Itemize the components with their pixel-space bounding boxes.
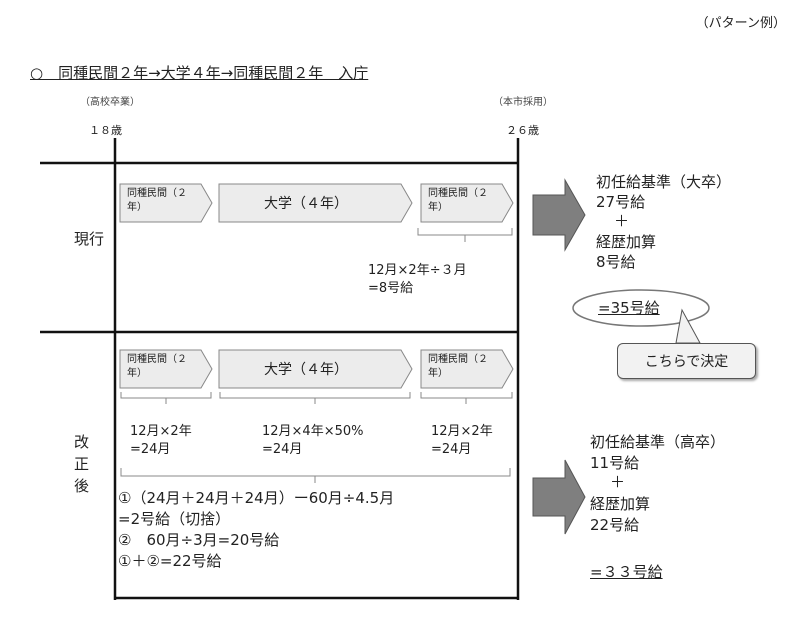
revised-calc2-line1: 12月×4年×50% — [262, 424, 364, 439]
current-seg3-label: 同種民間（２年） — [428, 188, 488, 213]
row-label-current: 現行 — [74, 230, 105, 248]
revised-sum-line4: ①＋②=22号給 — [118, 552, 222, 570]
revised-private-first-arrow: 同種民間（２年） — [119, 349, 213, 389]
decision-callout-label: こちらで決定 — [644, 354, 729, 370]
revised-private-second-arrow: 同種民間（２年） — [420, 349, 514, 389]
current-result-total: =35号給 — [598, 299, 660, 317]
row-label-revised: 改正後 — [74, 433, 90, 495]
current-result-plus: ＋ — [614, 212, 630, 230]
revised-sum-line2: =2号給（切捨） — [118, 510, 231, 528]
revised-result-line3: 経歴加算 — [590, 495, 651, 513]
revised-result-line1: 初任給基準（高卒） — [590, 433, 726, 451]
current-seg1-label: 同種民間（２年） — [127, 188, 187, 213]
revised-calc3-line1: 12月×2年 — [431, 424, 493, 439]
revised-university-arrow: 大学（４年） — [218, 349, 413, 389]
revised-calc3-line2: =24月 — [431, 442, 472, 457]
revised-seg2-label: 大学（４年） — [264, 362, 348, 378]
decision-callout: こちらで決定 — [617, 343, 756, 379]
current-calc-line2: =8号給 — [368, 281, 414, 296]
current-result-line3: 経歴加算 — [596, 233, 657, 251]
start-note: （高校卒業） — [80, 97, 140, 108]
revised-seg3-label: 同種民間（２年） — [428, 354, 488, 379]
revised-result-total: =３３号給 — [590, 563, 663, 581]
revised-sum-line3: ② 60月÷3月=20号給 — [118, 531, 280, 549]
revised-seg1-label: 同種民間（２年） — [127, 354, 187, 379]
current-seg2-label: 大学（４年） — [264, 196, 348, 212]
current-result-line4: 8号給 — [596, 253, 636, 271]
revised-result-plus: ＋ — [610, 473, 626, 491]
current-university-arrow: 大学（４年） — [218, 183, 413, 223]
revised-calc1-line2: =24月 — [130, 442, 171, 457]
end-note: （本市採用） — [493, 97, 553, 108]
current-private-second-arrow: 同種民間（２年） — [420, 183, 514, 223]
start-age: １８歳 — [89, 124, 122, 137]
revised-result-line2: 11号給 — [590, 454, 640, 472]
revised-calc1-line1: 12月×2年 — [130, 424, 192, 439]
current-result-line1: 初任給基準（大卒） — [596, 173, 732, 191]
current-result-line2: 27号給 — [596, 193, 646, 211]
revised-calc2-line2: =24月 — [262, 442, 303, 457]
pattern-label: （パターン例） — [695, 16, 786, 31]
end-age: ２６歳 — [506, 124, 539, 137]
current-private-first-arrow: 同種民間（２年） — [119, 183, 213, 223]
revised-result-line4: 22号給 — [590, 516, 640, 534]
current-calc-line1: 12月×2年÷３月 — [368, 263, 467, 278]
page-title: ○ 同種民間２年→大学４年→同種民間２年 入庁 — [30, 64, 369, 82]
revised-sum-line1: ①（24月＋24月＋24月）ー60月÷4.5月 — [118, 489, 395, 507]
